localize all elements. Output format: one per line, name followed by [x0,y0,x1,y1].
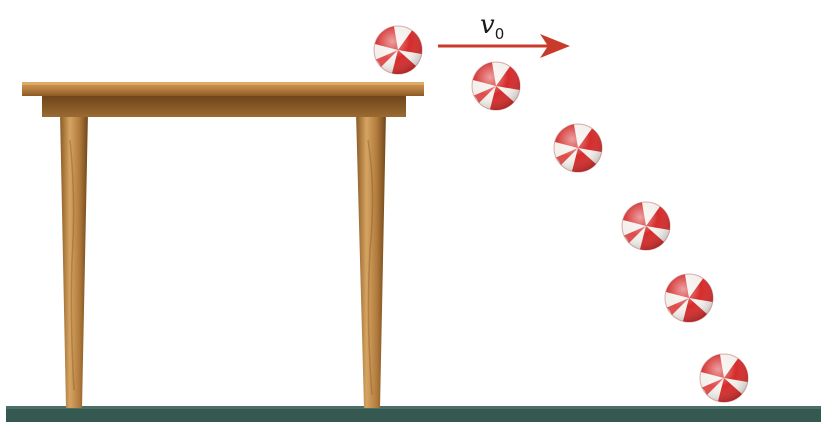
ball-position-2 [472,62,520,110]
velocity-symbol: v [480,10,495,40]
table-leg-left [60,112,88,408]
ball-position-3 [554,124,602,172]
table [22,82,424,408]
table-apron [42,95,406,117]
velocity-label: v0 [480,10,504,43]
ball-position-1 [374,26,422,74]
ball-position-6 [700,354,748,402]
table-leg-right [356,112,386,408]
velocity-subscript: 0 [495,25,505,43]
ball-position-4 [622,202,670,250]
ball-position-5 [665,274,713,322]
